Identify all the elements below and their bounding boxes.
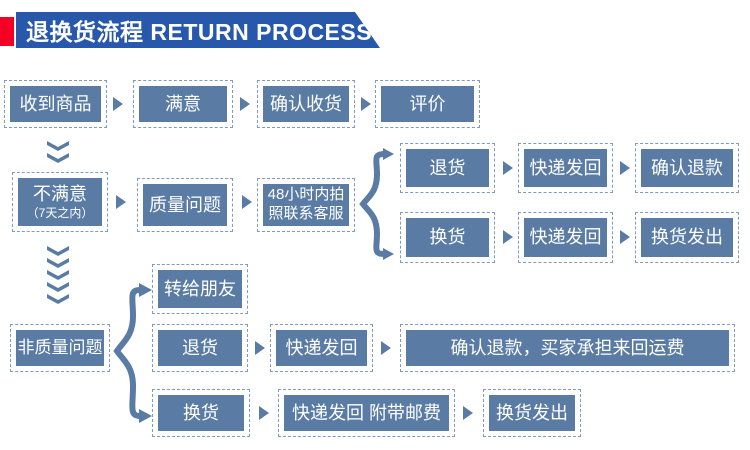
- step-q-exchange-box: 换货: [400, 212, 495, 263]
- step-nq-friend-label: 转给朋友: [164, 278, 236, 299]
- arrow-down-icon: [47, 150, 69, 163]
- step-nq-return-ship-label: 快递发回: [285, 337, 358, 358]
- step-nq-exchange-ship-box: 快递发回 附带邮费: [278, 389, 455, 437]
- arrow-down-icon: [47, 267, 69, 280]
- arrow-right-icon: [113, 97, 123, 111]
- arrow-down-icon: [47, 243, 69, 256]
- arrow-right-icon: [255, 341, 265, 355]
- step-q-exchange-label: 换货: [429, 227, 466, 248]
- step-nq-exchange-send-label: 换货发出: [496, 402, 568, 423]
- arrow-right-icon: [259, 406, 269, 420]
- step-nq-return-refund-label: 确认退款，买家承担来回运费: [450, 337, 685, 358]
- step-quality-issue-box: 质量问题: [137, 178, 233, 232]
- step-confirm-receipt-label: 确认收货: [270, 93, 342, 114]
- arrow-down-icon: [47, 138, 69, 151]
- arrow-right-icon: [361, 97, 371, 111]
- step-q-return-label: 退货: [429, 157, 466, 178]
- brace-quality-icon: [359, 148, 394, 260]
- step-unsatisfied-label: 不满意: [33, 183, 87, 204]
- arrow-right-icon: [116, 195, 126, 209]
- header-banner: 退换货流程 RETURN PROCESS: [16, 12, 380, 48]
- step-nq-return-box: 退货: [152, 324, 248, 372]
- step-q-exchange-send-box: 换货发出: [635, 212, 739, 263]
- step-q-return-ship-label: 快递发回: [529, 157, 602, 178]
- step-non-quality-box: 非质量问题: [10, 324, 110, 372]
- step-nq-return-refund-box: 确认退款，买家承担来回运费: [400, 324, 735, 372]
- step-unsatisfied-box: 不满意 （7天之内）: [12, 172, 108, 232]
- arrow-right-icon: [503, 230, 513, 244]
- arrow-down-icon: [47, 291, 69, 304]
- step-q-return-refund-label: 确认退款: [651, 157, 723, 178]
- arrow-right-icon: [240, 97, 250, 111]
- step-q-exchange-ship-box: 快递发回: [518, 212, 613, 263]
- step-received-box: 收到商品: [4, 80, 107, 128]
- step-satisfied-box: 满意: [133, 80, 233, 128]
- step-q-exchange-send-label: 换货发出: [651, 227, 723, 248]
- page-title: 退换货流程 RETURN PROCESS: [26, 19, 373, 45]
- step-q-return-box: 退货: [400, 143, 495, 193]
- step-review-label: 评价: [409, 93, 446, 114]
- arrow-right-icon: [381, 341, 391, 355]
- step-q-return-refund-box: 确认退款: [635, 143, 739, 193]
- arrow-down-icon: [47, 279, 69, 292]
- step-non-quality-label: 非质量问题: [17, 338, 103, 358]
- step-q-return-ship-box: 快递发回: [518, 143, 613, 193]
- step-nq-exchange-box: 换货: [152, 389, 250, 437]
- arrow-right-icon: [503, 161, 513, 175]
- step-nq-return-ship-box: 快递发回: [270, 324, 373, 372]
- step-nq-friend-box: 转给朋友: [152, 264, 248, 314]
- step-nq-exchange-ship-label: 快递发回 附带邮费: [291, 402, 441, 423]
- arrow-right-icon: [242, 195, 252, 209]
- arrow-right-icon: [620, 161, 630, 175]
- brace-non-quality-icon: [113, 283, 152, 423]
- step-nq-exchange-label: 换货: [183, 402, 219, 423]
- step-nq-exchange-send-box: 换货发出: [483, 389, 581, 437]
- step-contact-service-box: 48小时内拍照联系客服: [257, 178, 355, 232]
- step-unsatisfied-note: （7天之内）: [26, 206, 94, 221]
- step-confirm-receipt-box: 确认收货: [257, 80, 355, 128]
- step-contact-service-label: 48小时内拍照联系客服: [267, 186, 345, 222]
- step-review-box: 评价: [375, 80, 480, 128]
- arrow-down-icon: [47, 255, 69, 268]
- step-satisfied-label: 满意: [165, 93, 201, 114]
- arrow-right-icon: [463, 406, 473, 420]
- step-quality-issue-label: 质量问题: [149, 194, 221, 215]
- step-received-label: 收到商品: [19, 93, 92, 114]
- step-nq-return-label: 退货: [182, 337, 218, 358]
- step-q-exchange-ship-label: 快递发回: [529, 227, 602, 248]
- arrow-right-icon: [620, 230, 630, 244]
- header-red-accent: [0, 17, 14, 46]
